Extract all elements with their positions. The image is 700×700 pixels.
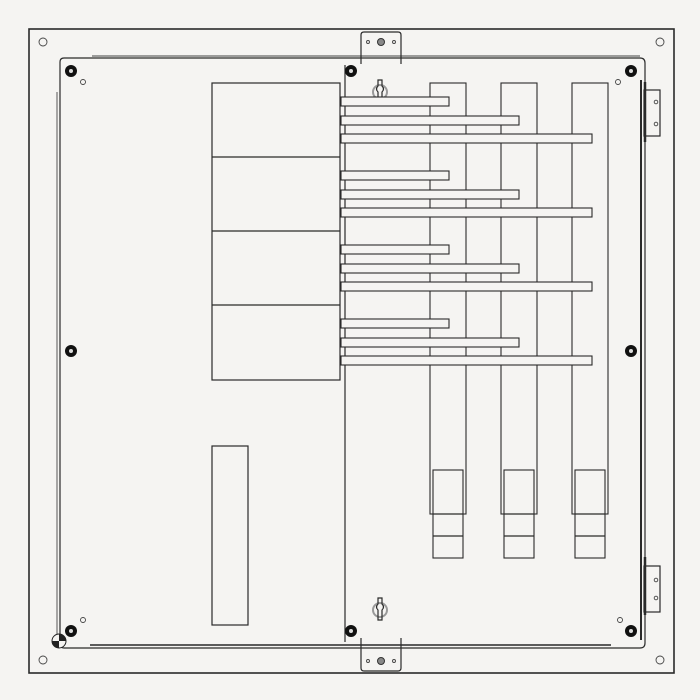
keyhole-icon — [372, 597, 388, 621]
horizontal-busbar — [340, 189, 520, 200]
screw-icon — [377, 38, 385, 46]
horizontal-busbar — [340, 281, 593, 292]
screw-icon — [345, 625, 357, 637]
breaker-blocks — [211, 82, 341, 381]
hinge-icon — [643, 82, 661, 142]
horizontal-busbar — [340, 115, 520, 126]
screw-icon — [625, 65, 637, 77]
screw-icon — [625, 625, 637, 637]
door-outline — [59, 57, 646, 649]
mounting-hole-icon — [655, 655, 665, 665]
horizontal-busbar — [340, 337, 520, 348]
screws — [65, 65, 637, 637]
enclosure-frame — [28, 28, 675, 674]
top-bracket — [360, 31, 402, 64]
bottom-bracket — [360, 638, 402, 672]
vertical-busbars — [429, 82, 609, 559]
busbar — [571, 82, 609, 559]
horizontal-busbar — [340, 96, 450, 107]
mounting-hole-icon — [38, 655, 48, 665]
horizontal-busbar — [340, 318, 450, 329]
screw-icon — [345, 65, 357, 77]
small-hole-icon — [615, 79, 621, 85]
horizontal-busbar — [340, 244, 450, 255]
mounting-hole-icon — [38, 37, 48, 47]
horizontal-busbar — [340, 133, 593, 144]
horizontal-busbar — [340, 207, 593, 218]
busbar — [429, 82, 467, 559]
screw-icon — [65, 345, 77, 357]
screw-icon — [65, 625, 77, 637]
busbar — [500, 82, 538, 559]
ground-symbol-icon — [51, 633, 67, 649]
corner-holes — [38, 37, 665, 665]
small-hole-icon — [617, 617, 623, 623]
screw-icon — [65, 65, 77, 77]
screw-icon — [377, 657, 385, 665]
horizontal-busbar — [340, 355, 593, 366]
small-hole-icon — [80, 79, 86, 85]
mounting-hole-icon — [655, 37, 665, 47]
hinge-icon — [643, 557, 661, 615]
horizontal-busbars — [340, 96, 593, 366]
terminal-strip — [211, 445, 249, 626]
small-holes — [80, 79, 623, 623]
horizontal-busbar — [340, 170, 450, 181]
small-hole-icon — [80, 617, 86, 623]
screw-icon — [625, 345, 637, 357]
horizontal-busbar — [340, 263, 520, 274]
